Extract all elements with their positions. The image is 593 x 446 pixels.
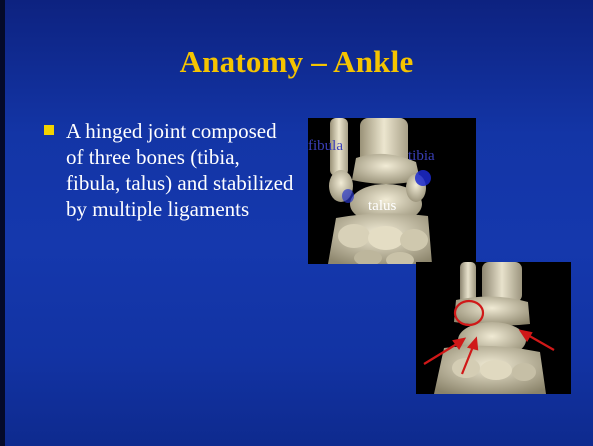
talus-label: talus <box>368 198 396 215</box>
fibula-label: fibula <box>308 138 343 155</box>
slide-title: Anatomy – Ankle <box>0 44 593 80</box>
tibia-label: tibia <box>408 148 435 165</box>
ankle-lateral-view-image <box>416 262 571 394</box>
ankle-front-view-image: fibula tibia talus <box>308 118 476 264</box>
ankle-lateral-illustration <box>416 262 571 394</box>
bullet-square-icon <box>44 125 54 135</box>
bullet-text: A hinged joint composed of three bones (… <box>66 118 296 222</box>
